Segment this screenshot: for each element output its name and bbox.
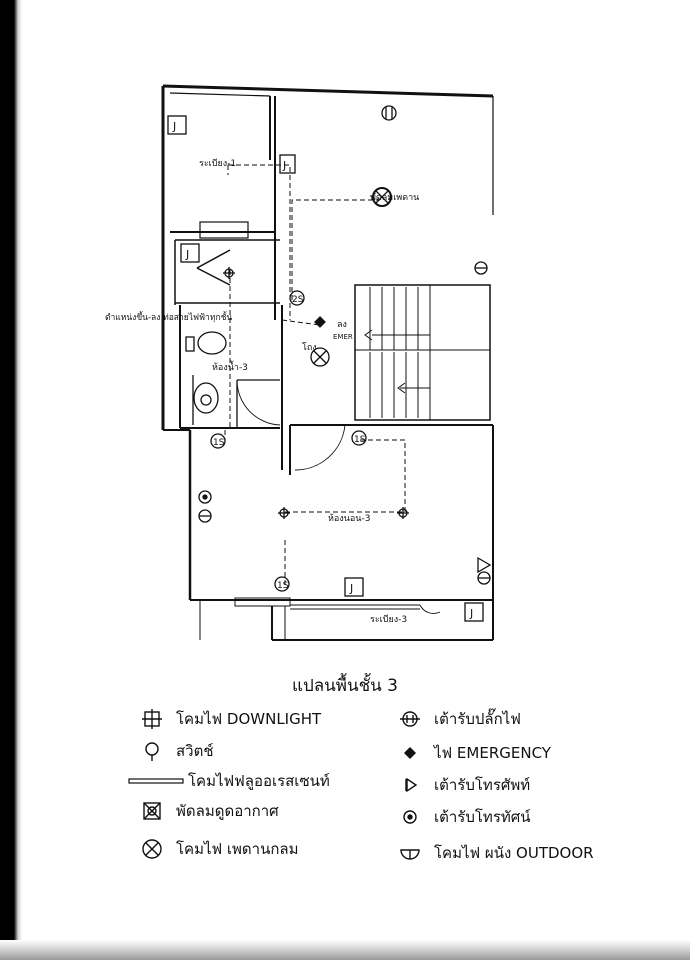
stair-treads bbox=[369, 287, 431, 418]
legend-label-phone-outlet: เต้ารับโทรศัพท์ bbox=[434, 776, 531, 794]
wire-note: ตำแหน่งขึ้น-ลง ท่อสายไฟฟ้าทุกชั้น bbox=[105, 311, 232, 323]
room-label-balcony-3: ระเบียง-3 bbox=[370, 614, 407, 625]
legend-label-wall-lamp: โคมไฟ ผนัง OUTDOOR bbox=[434, 844, 594, 862]
fluorescent-icon bbox=[128, 778, 184, 784]
switch-tag-2s: 2S bbox=[292, 295, 304, 305]
legend-label-emergency: ไฟ EMERGENCY bbox=[434, 744, 551, 762]
legend-item-tv-outlet: เต้ารับโทรทัศน์ bbox=[398, 802, 531, 832]
legend-item-switch: สวิตช์ bbox=[140, 736, 214, 766]
phone-outlet-icon bbox=[405, 777, 418, 793]
legend-label-downlight: โคมไฟ DOWNLIGHT bbox=[176, 710, 322, 728]
floor-plan: 2S 1S 1S 1S J J J J J ระเบียง-1 พัดลมเพด… bbox=[105, 84, 494, 641]
wiring bbox=[224, 164, 406, 585]
junction-j-5: J bbox=[469, 607, 473, 620]
junction-boxes bbox=[167, 115, 484, 622]
down-label: ลง bbox=[337, 320, 347, 330]
legend-item-downlight: โคมไฟ DOWNLIGHT bbox=[140, 704, 321, 734]
tv-outlet-icon bbox=[403, 810, 417, 824]
legend-label-outlet: เต้ารับปลั๊กไฟ bbox=[434, 710, 521, 728]
legend-item-outlet: เต้ารับปลั๊กไฟ bbox=[398, 704, 521, 734]
junction-j-2: J bbox=[282, 159, 286, 172]
room-label-bathroom: ห้องน้ำ-3 bbox=[212, 360, 248, 373]
junction-j-3: J bbox=[185, 248, 189, 261]
walls bbox=[161, 84, 494, 641]
wall-lamp-icon bbox=[400, 849, 420, 860]
emer-label: EMER bbox=[333, 333, 353, 341]
legend-item-wall-lamp: โคมไฟ ผนัง OUTDOOR bbox=[398, 838, 594, 868]
legend-label-ceiling-lamp: โคมไฟ เพดานกลม bbox=[176, 840, 299, 858]
switch-tag-bath: 1S bbox=[213, 438, 225, 448]
plan-caption: แปลนพื้นชั้น 3 bbox=[292, 676, 398, 696]
legend-label-fluorescent: โคมไฟฟลูออเรสเซนท์ bbox=[188, 772, 330, 790]
switch-icon bbox=[145, 742, 159, 761]
ceiling-lamp-icon bbox=[142, 839, 162, 859]
junction-j-4: J bbox=[349, 582, 353, 595]
legend-item-fluorescent: โคมไฟฟลูออเรสเซนท์ bbox=[128, 766, 330, 796]
ceiling-fan-label: พัดลมเพดาน bbox=[370, 193, 419, 203]
legend-label-exhaust-fan: พัดลมดูดอากาศ bbox=[176, 802, 279, 820]
legend-item-phone-outlet: เต้ารับโทรศัพท์ bbox=[398, 770, 530, 800]
switches bbox=[210, 290, 367, 592]
outlet-icon bbox=[400, 711, 420, 727]
legend-item-ceiling-lamp: โคมไฟ เพดานกลม bbox=[140, 834, 299, 864]
page-shadow-bottom bbox=[0, 940, 690, 960]
junction-j-1: J bbox=[172, 120, 176, 133]
downlight-icon bbox=[142, 709, 162, 729]
fixtures bbox=[185, 105, 492, 585]
legend-item-emergency: ไฟ EMERGENCY bbox=[398, 738, 551, 768]
legend-label-tv-outlet: เต้ารับโทรทัศน์ bbox=[434, 808, 531, 826]
hall-label: โถง bbox=[302, 342, 317, 353]
emergency-icon bbox=[404, 747, 416, 759]
room-label-bedroom: ห้องนอน-3 bbox=[328, 513, 370, 524]
switch-tag-bedroom: 1S bbox=[277, 581, 289, 591]
page-shadow-left bbox=[0, 0, 22, 960]
stair-arrows bbox=[364, 329, 431, 394]
legend-item-exhaust-fan: พัดลมดูดอากาศ bbox=[140, 796, 279, 826]
legend: โคมไฟ DOWNLIGHT สวิตช์ โคมไฟฟลูออเรสเซนท… bbox=[120, 700, 660, 880]
switch-tag-stair: 1S bbox=[354, 435, 366, 445]
room-label-balcony-1: ระเบียง-1 bbox=[199, 158, 236, 169]
legend-label-switch: สวิตช์ bbox=[176, 742, 214, 760]
exhaust-fan-icon bbox=[143, 802, 161, 820]
